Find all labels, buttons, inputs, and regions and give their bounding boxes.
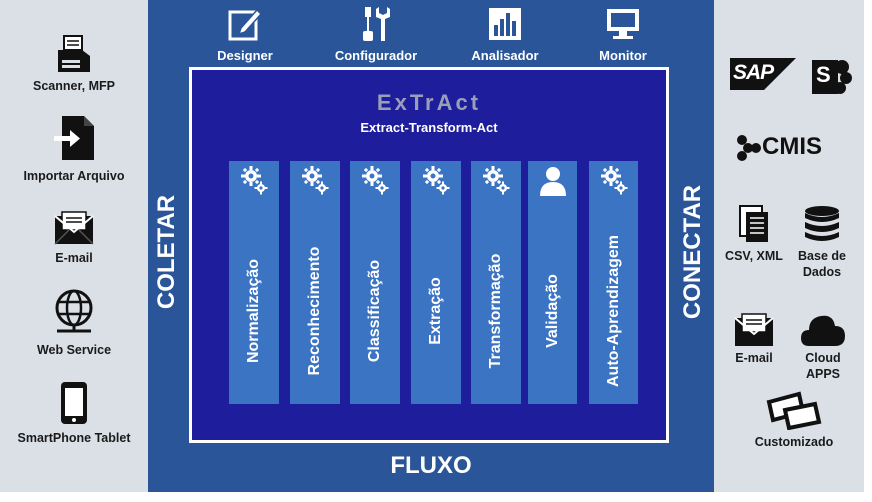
bar-chart-icon — [450, 4, 560, 44]
gears-icon — [229, 165, 279, 195]
tool-monitor: Monitor — [568, 4, 678, 64]
dest-label: E-mail — [735, 351, 773, 365]
stage-classificacao: Classificação — [350, 161, 400, 404]
monitor-icon — [568, 4, 678, 44]
stage-label: Reconhecimento — [306, 246, 323, 376]
tool-analisador: Analisador — [450, 4, 560, 64]
stage-extracao: Extração — [411, 161, 461, 404]
custom-frames-icon — [734, 390, 854, 430]
stage-label: Validação — [543, 274, 561, 348]
source-smartphone: SmartPhone Tablet — [0, 380, 148, 446]
coletar-label: COLETAR — [153, 194, 180, 310]
gears-icon — [290, 165, 340, 195]
core-subtitle: Extract-Transform-Act — [360, 120, 498, 135]
tool-label: Analisador — [471, 48, 539, 63]
source-import-file: Importar Arquivo — [0, 114, 148, 184]
scanner-icon — [0, 34, 148, 78]
dest-database: Base de Dados — [790, 204, 854, 280]
destinations-panel: SAP S CMIS — [714, 0, 864, 492]
dest-csv-xml: CSV, XML — [714, 204, 794, 264]
conectar-label: CONECTAR — [679, 184, 706, 320]
stage-label: Classificação — [366, 259, 383, 363]
stage-label: Auto-Aprendizagem — [604, 235, 622, 387]
import-file-icon — [0, 114, 148, 162]
source-email: E-mail — [0, 210, 148, 266]
dest-email: E-mail — [714, 312, 794, 366]
tool-configurador: Configurador — [321, 4, 431, 64]
dest-label: Customizado — [754, 435, 834, 449]
stage-label: Extração — [427, 277, 444, 345]
tool-label: Configurador — [334, 48, 418, 63]
envelope-icon — [0, 210, 148, 246]
sharepoint-logo-text: S — [816, 62, 831, 87]
stage-label: Transformação — [487, 253, 504, 369]
smartphone-icon — [0, 380, 148, 426]
dest-customizado: Customizado — [734, 390, 854, 450]
source-scanner: Scanner, MFP — [0, 34, 148, 94]
stage-validacao: Validação — [528, 161, 577, 404]
sap-logo: SAP — [730, 58, 796, 90]
gears-icon — [411, 165, 461, 195]
tool-label: Monitor — [599, 48, 647, 63]
envelope-icon — [714, 312, 794, 348]
database-icon — [790, 204, 854, 244]
gears-icon — [589, 165, 638, 195]
stage-reconhecimento: Reconhecimento — [290, 161, 340, 404]
stage-normalizacao: Normalização — [229, 161, 279, 404]
dest-label: CSV, XML — [725, 249, 783, 263]
tool-designer: Designer — [190, 4, 300, 64]
gears-icon — [350, 165, 400, 195]
source-label: Importar Arquivo — [23, 169, 125, 183]
core-title: ExTrAct — [376, 90, 482, 115]
tool-label: Designer — [217, 48, 273, 63]
sap-logo-text: SAP — [733, 61, 774, 84]
dest-cloud-apps: Cloud APPS — [792, 312, 854, 382]
sharepoint-logo: S — [810, 56, 856, 98]
cloud-icon — [792, 312, 854, 348]
stage-label: Normalização — [245, 258, 262, 364]
stage-transformacao: Transformação — [471, 161, 521, 404]
fluxo-label: FLUXO — [390, 452, 472, 479]
source-label: SmartPhone Tablet — [17, 431, 131, 445]
globe-icon — [0, 288, 148, 336]
wrench-screwdriver-icon — [321, 4, 431, 44]
sources-panel: Scanner, MFP Importar Arquivo E-mail — [0, 0, 148, 492]
documents-icon — [714, 204, 794, 244]
source-label: Web Service — [36, 343, 112, 357]
dest-label: Base de Dados — [798, 249, 846, 279]
cmis-logo: CMIS — [734, 132, 854, 164]
cmis-logo-text: CMIS — [762, 133, 822, 160]
stage-auto-aprendizagem: Auto-Aprendizagem — [589, 161, 638, 404]
dest-label: Cloud APPS — [805, 351, 841, 381]
source-label: E-mail — [55, 251, 93, 265]
source-web-service: Web Service — [0, 288, 148, 358]
source-label: Scanner, MFP — [33, 79, 115, 93]
pencil-edit-icon — [190, 4, 300, 44]
gears-icon — [471, 165, 521, 195]
user-icon — [528, 165, 577, 197]
